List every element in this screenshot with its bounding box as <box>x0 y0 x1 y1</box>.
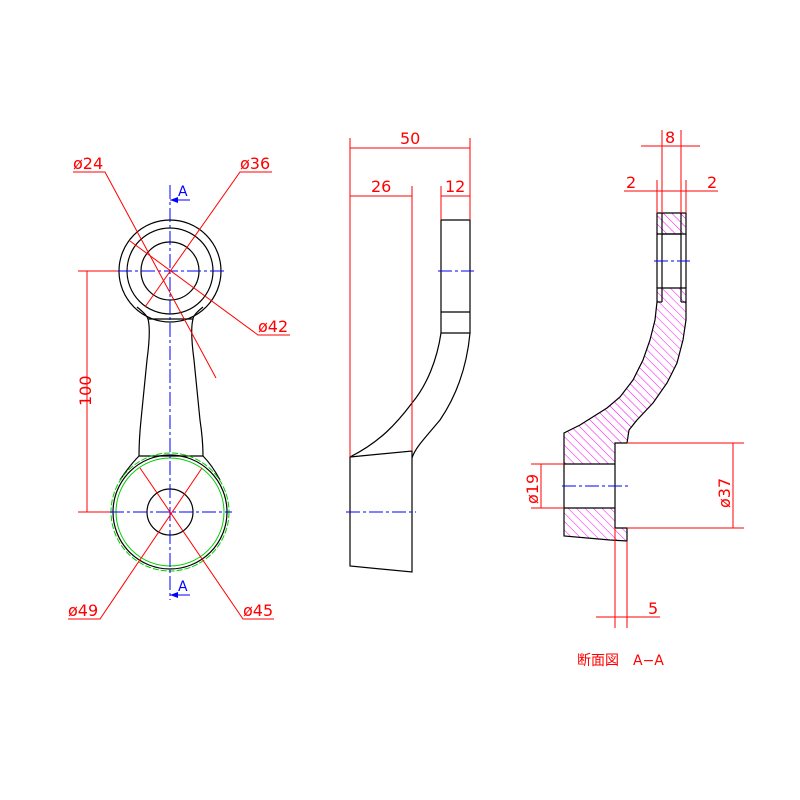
section-view: 8 2 2 ø19 ø37 5 断面図 A−A <box>523 128 744 669</box>
dim-12: 12 <box>445 177 465 196</box>
dim-d37: ø37 <box>715 478 734 508</box>
dim-5: 5 <box>648 599 658 618</box>
section-mark-top: A <box>178 184 188 200</box>
dim-100: 100 <box>76 375 95 406</box>
dim-d24: ø24 <box>73 154 103 173</box>
dim-8: 8 <box>665 128 675 147</box>
side-view: 50 26 12 <box>346 129 474 573</box>
front-view: A A ø24 ø36 ø42 100 ø49 ø45 <box>68 154 290 620</box>
dim-2-right: 2 <box>707 173 717 192</box>
centerlines <box>110 185 232 600</box>
dim-d19: ø19 <box>523 474 542 504</box>
section-title: 断面図 A−A <box>577 653 664 669</box>
dim-d36: ø36 <box>240 154 270 173</box>
dim-d49: ø49 <box>68 601 98 620</box>
section-marks: A A <box>170 184 190 598</box>
front-dimensions: ø24 ø36 ø42 100 ø49 ø45 <box>68 154 290 620</box>
dim-2-left: 2 <box>626 173 636 192</box>
dim-d45: ø45 <box>243 601 273 620</box>
dim-26: 26 <box>371 177 391 196</box>
dim-d42: ø42 <box>258 317 288 336</box>
section-dimensions: 8 2 2 ø19 ø37 5 <box>523 128 744 628</box>
section-mark-bottom: A <box>178 579 188 595</box>
dim-50: 50 <box>400 129 420 148</box>
side-dimensions: 50 26 12 <box>349 129 471 457</box>
